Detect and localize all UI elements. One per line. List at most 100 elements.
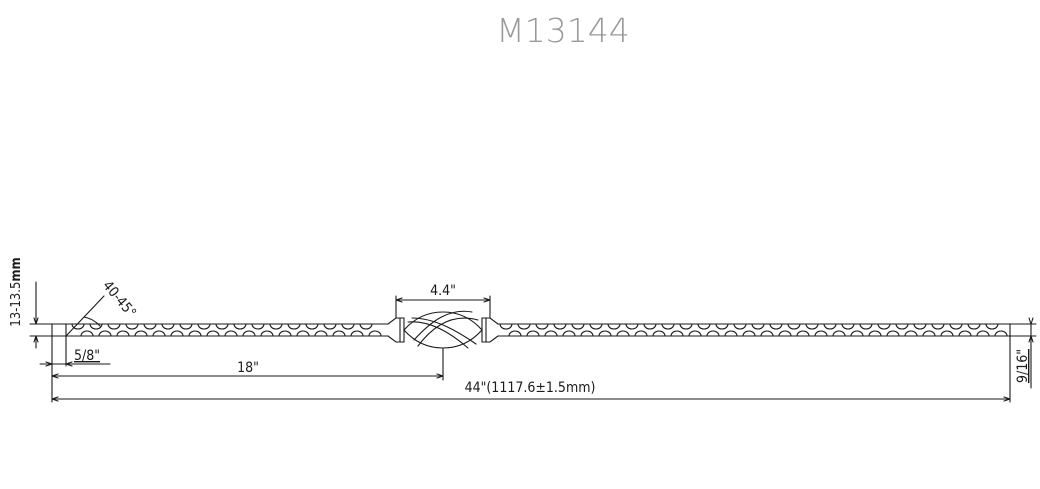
hammer-mark — [859, 323, 873, 330]
hammer-mark — [242, 330, 256, 337]
hammer-mark — [796, 330, 810, 337]
hammer-mark — [841, 323, 855, 330]
hammer-mark — [742, 330, 756, 337]
hammer-mark — [296, 330, 310, 337]
diameter-label: 9/16" — [1015, 349, 1031, 383]
twist-length-dimension-lines — [395, 295, 491, 319]
end-length-label: 5/8" — [74, 348, 100, 364]
hammer-mark — [170, 330, 184, 337]
hammer-mark — [688, 330, 702, 337]
hammer-mark — [976, 330, 990, 337]
hammer-mark — [89, 323, 103, 330]
hammer-mark — [341, 323, 355, 330]
hammer-mark — [152, 330, 166, 337]
hammer-mark — [197, 323, 211, 330]
hammer-mark — [98, 330, 112, 337]
hammer-mark — [107, 323, 121, 330]
hammered-texture-top — [71, 323, 999, 330]
hammer-mark — [562, 330, 576, 337]
hammer-mark — [634, 330, 648, 337]
hammer-mark — [278, 330, 292, 337]
end-angle-marker — [65, 295, 105, 337]
hammer-mark — [287, 323, 301, 330]
hammer-mark — [715, 323, 729, 330]
hammer-mark — [895, 323, 909, 330]
hammer-mark — [179, 323, 193, 330]
twist-offset-dimension-lines — [51, 347, 444, 381]
twist-offset-label: 18" — [237, 360, 259, 376]
hammer-mark — [814, 330, 828, 337]
hammer-mark — [323, 323, 337, 330]
hammer-mark — [215, 323, 229, 330]
part-number-title: M13144 — [496, 11, 629, 50]
hammer-mark — [80, 330, 94, 337]
hammer-mark — [706, 330, 720, 337]
hammer-mark — [71, 323, 85, 330]
hammer-mark — [958, 330, 972, 337]
hammer-mark — [904, 330, 918, 337]
hammer-mark — [652, 330, 666, 337]
baluster-right-section — [497, 323, 1011, 337]
end-diameter-dimension-lines — [29, 281, 61, 349]
hammer-mark — [769, 323, 783, 330]
hammer-mark — [517, 323, 531, 330]
end-angle-label: 40-45° — [99, 278, 139, 321]
hammer-mark — [305, 323, 319, 330]
hammer-mark — [161, 323, 175, 330]
hammer-mark — [643, 323, 657, 330]
hammer-mark — [832, 330, 846, 337]
hammer-mark — [850, 330, 864, 337]
hammer-mark — [985, 323, 999, 330]
hammer-mark — [877, 323, 891, 330]
hammer-mark — [359, 323, 373, 330]
hammer-mark — [778, 330, 792, 337]
hammer-mark — [823, 323, 837, 330]
hammer-mark — [868, 330, 882, 337]
hammer-mark — [143, 323, 157, 330]
hammer-mark — [544, 330, 558, 337]
hammer-mark — [949, 323, 963, 330]
hammer-mark — [368, 330, 382, 337]
hammer-mark — [251, 323, 265, 330]
hammer-mark — [233, 323, 247, 330]
hammer-mark — [607, 323, 621, 330]
hammer-mark — [224, 330, 238, 337]
hammer-mark — [332, 330, 346, 337]
hammer-mark — [188, 330, 202, 337]
hammer-mark — [994, 330, 1008, 337]
hammer-mark — [499, 323, 513, 330]
hammer-mark — [913, 323, 927, 330]
hammer-mark — [931, 323, 945, 330]
diameter-dimension-lines — [1009, 317, 1037, 389]
hammer-mark — [589, 323, 603, 330]
end-diameter-unit: mm — [9, 257, 24, 281]
hammer-mark — [679, 323, 693, 330]
hammer-mark — [805, 323, 819, 330]
hammer-mark — [350, 330, 364, 337]
hammer-mark — [922, 330, 936, 337]
hammer-mark — [967, 323, 981, 330]
twist-section — [387, 310, 499, 349]
overall-length-label: 44"(1117.6±1.5mm) — [465, 380, 596, 396]
hammer-mark — [625, 323, 639, 330]
hammer-mark — [760, 330, 774, 337]
overall-length-dimension-lines — [51, 335, 1011, 403]
hammer-mark — [886, 330, 900, 337]
hammer-mark — [661, 323, 675, 330]
hammered-texture-bottom — [80, 330, 1008, 337]
hammer-mark — [260, 330, 274, 337]
hammer-mark — [697, 323, 711, 330]
hammer-mark — [269, 323, 283, 330]
hammer-mark — [751, 323, 765, 330]
hammer-mark — [616, 330, 630, 337]
hammer-mark — [787, 323, 801, 330]
hammer-mark — [526, 330, 540, 337]
hammer-mark — [733, 323, 747, 330]
twist-length-label: 4.4" — [430, 283, 456, 299]
baluster-left-section — [51, 323, 389, 337]
hammer-mark — [206, 330, 220, 337]
hammer-mark — [580, 330, 594, 337]
end-diameter-label: 13-13.5mm — [9, 257, 24, 327]
hammer-mark — [598, 330, 612, 337]
hammer-mark — [314, 330, 328, 337]
